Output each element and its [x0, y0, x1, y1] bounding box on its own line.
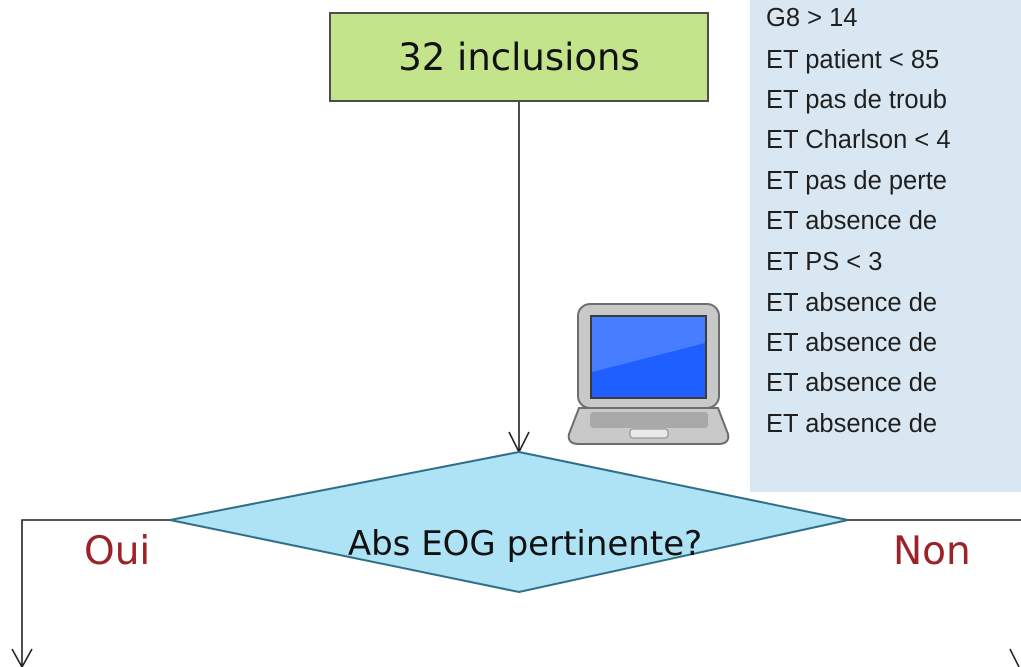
criteria-line: ET absence de [766, 410, 938, 438]
decision-label: Abs EOG pertinente? [347, 524, 703, 564]
criteria-line: ET absence de [766, 369, 938, 397]
arrowhead-yes [11, 648, 33, 667]
criteria-line: ET pas de troub [766, 86, 947, 114]
criteria-panel: G8 > 14 ET patient < 85 ET pas de troub … [750, 0, 1021, 492]
start-box-label: 32 inclusions [398, 35, 640, 79]
connector-yes-branch [21, 519, 170, 667]
arrowhead-no [1009, 648, 1020, 667]
criteria-line: ET Charlson < 4 [766, 126, 951, 154]
start-box-inclusions: 32 inclusions [329, 12, 709, 102]
branch-label-no: Non [893, 529, 971, 574]
criteria-line: ET patient < 85 [766, 46, 940, 74]
laptop-icon [567, 303, 730, 445]
criteria-line: ET PS < 3 [766, 248, 883, 276]
criteria-line: ET absence de [766, 207, 938, 235]
decision-diamond [169, 450, 849, 594]
criteria-line: ET absence de [766, 329, 938, 357]
branch-label-yes: Oui [84, 529, 151, 574]
criteria-line: G8 > 14 [766, 4, 858, 32]
criteria-line: ET pas de perte [766, 167, 947, 195]
criteria-line: ET absence de [766, 289, 938, 317]
